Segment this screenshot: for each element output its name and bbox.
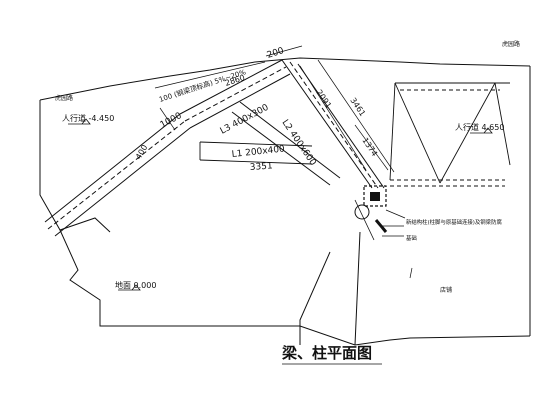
elevation-bottom: 地面 0.000 — [115, 280, 156, 290]
leaders — [382, 225, 413, 279]
note-leader-sub: 基础 — [406, 234, 417, 242]
drawing-caption: 梁、柱平面图 — [281, 344, 372, 362]
column-junction — [354, 185, 406, 241]
beam-l1 — [199, 141, 313, 165]
dimension-lines — [154, 45, 395, 173]
elevation-markers — [68, 118, 493, 291]
beam-l3-left — [44, 59, 291, 237]
elevation-left: 人行道 -4.450 — [62, 113, 114, 123]
beam-l2-main — [231, 59, 385, 189]
note-road-right: 虎园路 — [502, 40, 520, 48]
dim-3351: 3351 — [250, 161, 274, 173]
note-road-left: 虎园路 — [55, 94, 73, 102]
right-truss — [389, 82, 511, 187]
elevation-right: 人行道 4.650 — [455, 122, 504, 132]
note-shop: 店铺 — [440, 286, 452, 294]
note-leader: 新结构柱(柱脚与原基础连接)及钢梁防腐 — [406, 218, 502, 226]
site-outline — [39, 57, 531, 346]
